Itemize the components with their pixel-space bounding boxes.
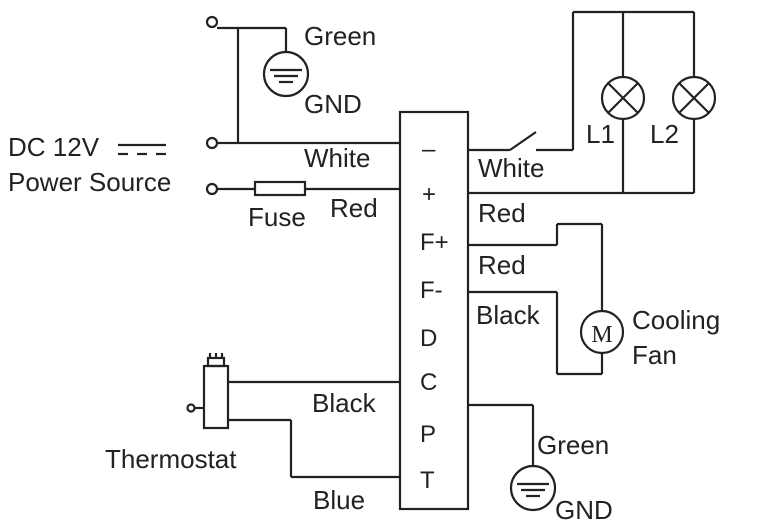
- terminal-fan-positive: F+: [420, 229, 449, 256]
- power-terminals: [205, 15, 400, 196]
- power-source-voltage-label: DC 12V: [8, 132, 100, 162]
- white-input-wire-label: White: [304, 143, 370, 173]
- fuse-label: Fuse: [248, 202, 306, 232]
- red-lamp-wire-label: Red: [478, 198, 526, 228]
- dc-symbol: [118, 143, 166, 156]
- terminal-c: C: [420, 369, 437, 396]
- blue-thermostat-wire-label: Blue: [313, 485, 365, 515]
- thermostat-label: Thermostat: [105, 444, 237, 474]
- controller-box: [398, 110, 470, 511]
- ground-wire-bottom: [468, 403, 535, 466]
- lamp-l1-symbol: [600, 75, 646, 121]
- fan-label: Fan: [632, 340, 677, 370]
- terminal-t: T: [420, 467, 435, 494]
- lamp-l1-label: L1: [586, 119, 615, 149]
- terminal-p: P: [420, 421, 436, 448]
- gnd-top-label: GND: [304, 89, 362, 119]
- terminal-d: D: [420, 325, 437, 352]
- gnd-bottom-color-label: Green: [537, 430, 609, 460]
- terminal-negative: –: [422, 136, 436, 163]
- controller-terminals: – + F+ F- D C P T: [420, 136, 449, 494]
- lamp-l2-symbol: [671, 75, 717, 121]
- black-fan-wire-label: Black: [476, 300, 541, 330]
- thermostat-symbol: [186, 353, 230, 430]
- lamp-circuit: [468, 10, 696, 195]
- red-fan-wire-label: Red: [478, 250, 526, 280]
- lamp-l2-label: L2: [650, 119, 679, 149]
- terminal-positive: +: [422, 181, 436, 208]
- ground-symbol-bottom: [509, 464, 557, 512]
- terminal-fan-negative: F-: [420, 277, 443, 304]
- thermostat-wires: [228, 380, 400, 479]
- fan-motor-symbol: M: [579, 309, 625, 355]
- gnd-bottom-label: GND: [555, 495, 613, 525]
- red-input-wire-label: Red: [330, 193, 378, 223]
- motor-icon: M: [591, 322, 612, 348]
- gnd-top-color-label: Green: [304, 21, 376, 51]
- power-source-label: Power Source: [8, 167, 171, 197]
- cooling-fan-label: Cooling: [632, 305, 720, 335]
- black-thermostat-wire-label: Black: [312, 388, 377, 418]
- ground-symbol-top: [262, 50, 310, 98]
- white-output-wire-label: White: [478, 153, 544, 183]
- fan-circuit: [468, 222, 604, 376]
- fuse-wire: [217, 180, 400, 197]
